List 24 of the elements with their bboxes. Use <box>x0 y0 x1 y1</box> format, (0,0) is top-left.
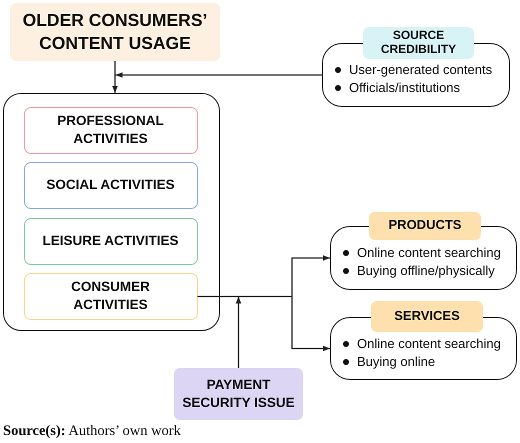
activity-box: PROFESSIONAL ACTIVITIES <box>24 106 198 154</box>
factor-box: PAYMENT SECURITY ISSUE <box>174 368 303 420</box>
card-heading: SOURCE CREDIBILITY <box>363 26 474 58</box>
arrow <box>116 72 322 78</box>
card-heading: SERVICES <box>371 301 483 332</box>
activity-box: LEISURE ACTIVITIES <box>24 218 198 264</box>
list-item-text: Buying offline/physically <box>357 262 495 280</box>
list-item-text: Online content searching <box>357 244 501 262</box>
activity-box: CONSUMER ACTIVITIES <box>24 272 198 320</box>
heading-box: OLDER CONSUMERS’ CONTENT USAGE <box>10 3 220 61</box>
list-item-text: User-generated contents <box>349 61 492 79</box>
activity-box: SOCIAL ACTIVITIES <box>24 162 198 208</box>
list-item-text: Officials/institutions <box>349 79 460 97</box>
arrow <box>112 61 118 93</box>
source-note: Source(s): Authors’ own work <box>3 423 181 440</box>
connector-line <box>238 296 292 298</box>
arrow <box>291 296 330 352</box>
group-container <box>3 93 220 331</box>
arrow <box>236 296 242 368</box>
connector-line <box>198 296 238 298</box>
list-item-text: Buying online <box>357 353 436 371</box>
list-item-text: Online content searching <box>357 335 501 353</box>
arrow <box>291 255 330 296</box>
card-heading: PRODUCTS <box>369 212 481 240</box>
